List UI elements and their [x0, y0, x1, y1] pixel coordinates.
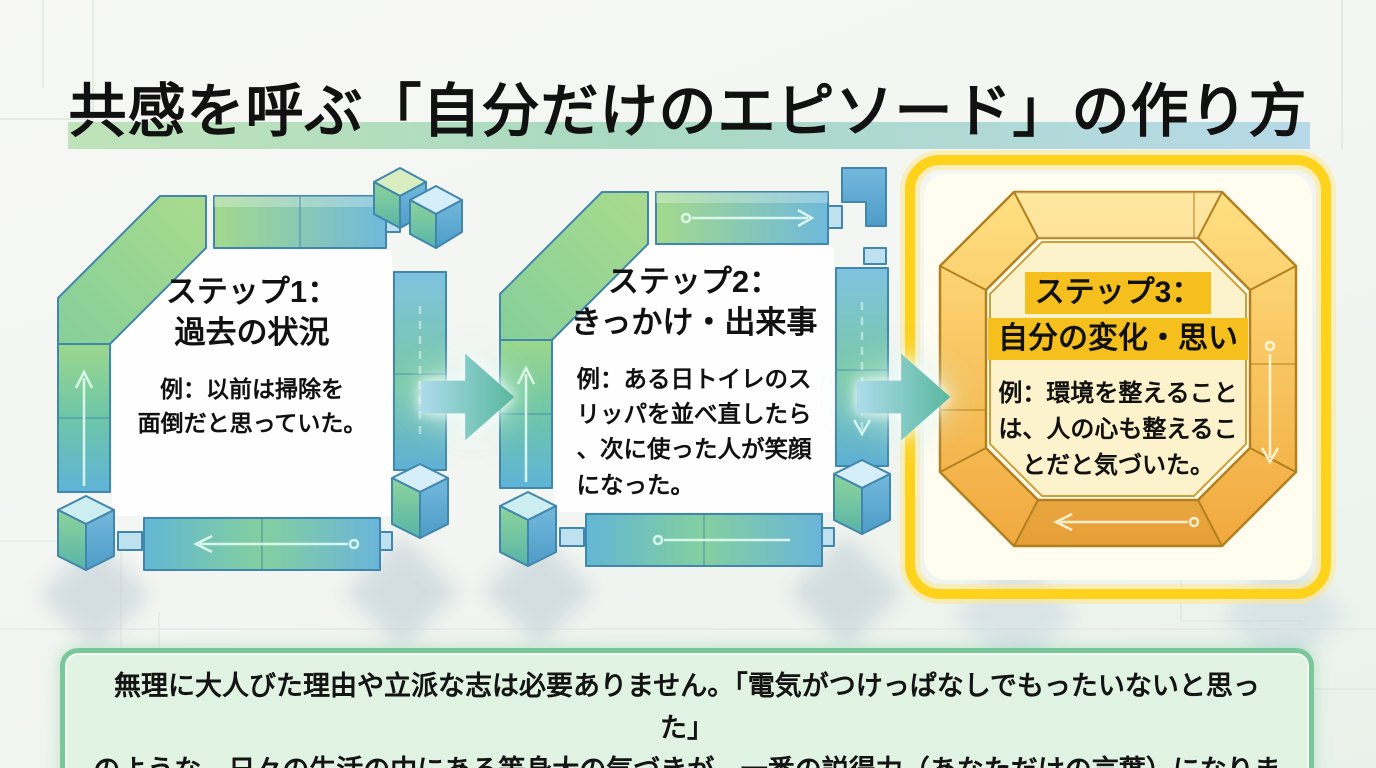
arrow-right-icon — [856, 353, 951, 441]
step1-name: 過去の状況 — [174, 314, 330, 350]
step1-title: ステップ1： 過去の状況 — [112, 272, 392, 354]
step3-title: ステップ3： 自分の変化・思い — [958, 270, 1278, 362]
step3-example: 例：環境を整えること は、人の心も整えるこ とだと気づいた。 — [998, 380, 1238, 479]
step3-name: 自分の変化・思い — [988, 318, 1248, 360]
note-box: 無理に大人びた理由や立派な志は必要ありません。「電気がつけっぱなしでもったいない… — [60, 648, 1314, 768]
step2-title: ステップ2： きっかけ・出来事 — [554, 262, 834, 344]
arrow-right-icon — [420, 353, 515, 441]
step2-card: ステップ2： きっかけ・出来事 例：ある日トイレのス リッパを並べ直したら 、次に… — [554, 262, 834, 503]
step3-label: ステップ3： — [1024, 272, 1212, 314]
step1-label: ステップ1： — [165, 274, 339, 309]
step2-example: 例：ある日トイレのス リッパを並べ直したら 、次に使った人が笑顔 になった。 — [576, 365, 812, 498]
note-text: 無理に大人びた理由や立派な志は必要ありません。「電気がつけっぱなしでもったいない… — [93, 671, 1280, 768]
page-title-text: 共感を呼ぶ「自分だけのエピソード」の作り方 — [68, 78, 1308, 144]
bg-line — [0, 0, 44, 88]
step1-frame-illustration — [57, 167, 463, 571]
step2-frame-illustration — [499, 167, 891, 567]
bg-line — [0, 628, 1376, 630]
step1-card: ステップ1： 過去の状況 例：以前は掃除を 面倒だと思っていた。 — [112, 272, 392, 441]
page-title: 共感を呼ぶ「自分だけのエピソード」の作り方 — [0, 73, 1376, 151]
step1-example: 例：以前は掃除を 面倒だと思っていた。 — [137, 375, 367, 437]
bg-line — [1341, 0, 1343, 150]
step2-name: きっかけ・出来事 — [570, 304, 818, 340]
bg-line — [0, 0, 94, 120]
step2-label: ステップ2： — [607, 264, 781, 299]
step3-card: ステップ3： 自分の変化・思い 例：環境を整えること は、人の心も整えるこ とだ… — [958, 270, 1278, 484]
